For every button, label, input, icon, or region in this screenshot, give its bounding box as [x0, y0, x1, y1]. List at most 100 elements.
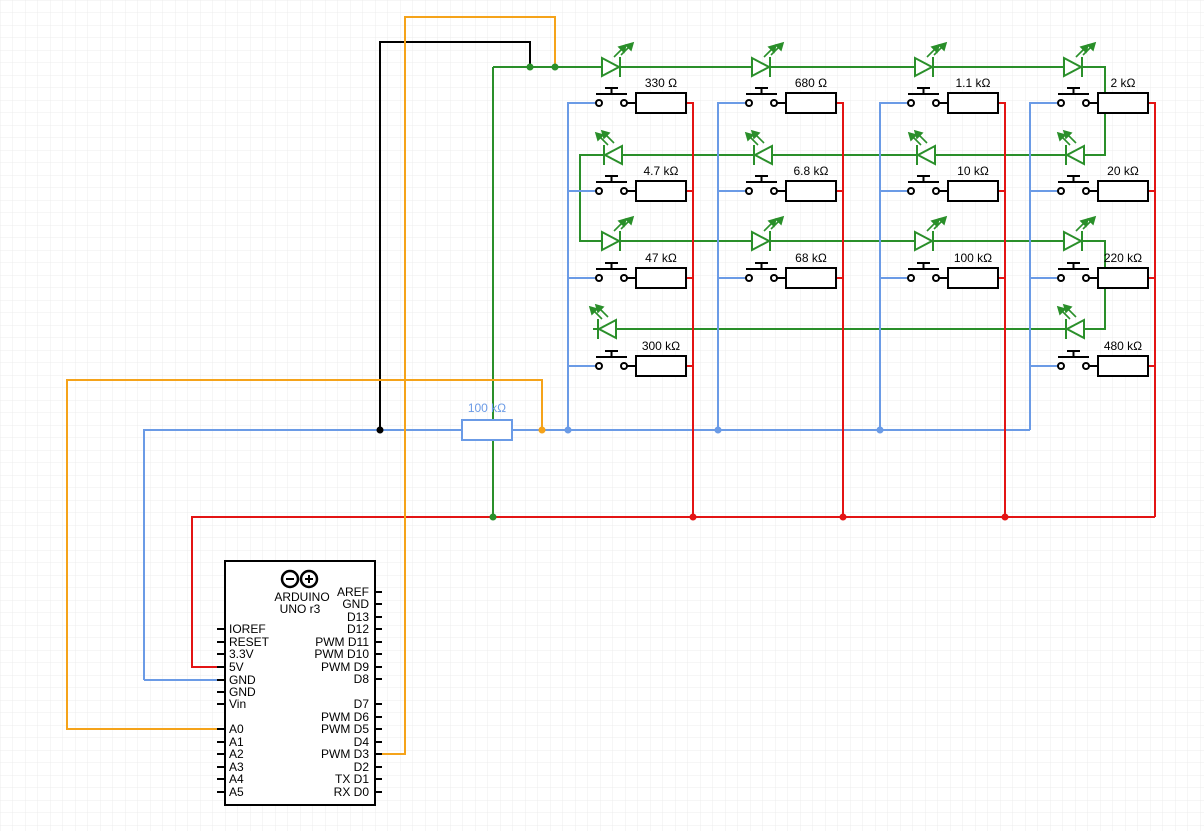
- pulldown-resistor[interactable]: 100 kΩ: [461, 401, 513, 441]
- pushbutton[interactable]: [907, 87, 948, 107]
- arduino-pin-left[interactable]: A3: [217, 760, 244, 774]
- resistor[interactable]: 480 kΩ: [1097, 339, 1149, 377]
- green-top-rail[interactable]: [493, 66, 1106, 330]
- arduino-pin-right[interactable]: D2: [354, 760, 382, 774]
- arduino-pin-left[interactable]: IOREF: [217, 622, 266, 636]
- led[interactable]: [1063, 215, 1097, 252]
- resistor[interactable]: 6.8 kΩ: [785, 164, 837, 202]
- pushbutton[interactable]: [1057, 262, 1098, 282]
- resistor[interactable]: 1.1 kΩ: [947, 76, 999, 114]
- led[interactable]: [914, 215, 948, 252]
- arduino-pin-right[interactable]: PWM D3: [321, 747, 382, 761]
- pushbutton[interactable]: [745, 175, 786, 195]
- junction-dot: [564, 426, 572, 434]
- pushbutton[interactable]: [745, 87, 786, 107]
- red-col1[interactable]: [686, 102, 694, 517]
- arduino-pin-left[interactable]: 3.3V: [217, 647, 254, 661]
- orange-wire-d3[interactable]: [378, 16, 556, 755]
- led[interactable]: [751, 215, 785, 252]
- blue-gnd-bus[interactable]: [143, 429, 1030, 681]
- pushbutton[interactable]: [907, 175, 948, 195]
- resistor[interactable]: 100 kΩ: [947, 251, 999, 289]
- led[interactable]: [907, 129, 936, 166]
- red-5v-bus[interactable]: [191, 516, 1155, 668]
- arduino-pin-right[interactable]: PWM D9: [321, 660, 382, 674]
- arduino-pin-left[interactable]: RESET: [217, 635, 270, 649]
- led[interactable]: [1063, 41, 1097, 78]
- arduino-pin-right[interactable]: D7: [354, 697, 382, 711]
- resistor[interactable]: 47 kΩ: [635, 251, 687, 289]
- resistor[interactable]: 680 Ω: [785, 76, 837, 114]
- arduino-pin-left[interactable]: 5V: [217, 660, 244, 674]
- arduino-pin-right[interactable]: TX D1: [335, 772, 382, 786]
- resistor[interactable]: 220 kΩ: [1097, 251, 1149, 289]
- junction-dot: [1001, 513, 1009, 521]
- red-col4[interactable]: [1148, 102, 1156, 517]
- red-col3[interactable]: [998, 102, 1006, 517]
- button-cell: 330 Ω: [595, 76, 687, 114]
- pushbutton[interactable]: [595, 175, 636, 195]
- arduino-pin-left[interactable]: A1: [217, 735, 244, 749]
- arduino-pin-right[interactable]: PWM D5: [321, 722, 382, 736]
- pushbutton[interactable]: [595, 350, 636, 370]
- resistor[interactable]: 4.7 kΩ: [635, 164, 687, 202]
- blue-col4[interactable]: [1029, 102, 1058, 430]
- pushbutton[interactable]: [1057, 87, 1098, 107]
- pushbutton[interactable]: [1057, 175, 1098, 195]
- arduino-pin-right[interactable]: PWM D10: [314, 647, 382, 661]
- blue-col1[interactable]: [567, 102, 596, 430]
- arduino-pin-left[interactable]: GND: [217, 673, 256, 687]
- arduino-pin-left[interactable]: GND: [217, 685, 256, 699]
- black-wire[interactable]: [379, 41, 531, 430]
- led[interactable]: [914, 41, 948, 78]
- blue-col2[interactable]: [717, 102, 746, 430]
- resistor[interactable]: 2 kΩ: [1097, 76, 1149, 114]
- light-arrows-icon: [1056, 303, 1077, 320]
- arduino-pin-label: IOREF: [229, 622, 266, 636]
- arduino-pin-left[interactable]: A4: [217, 772, 244, 786]
- resistor-value-label: 10 kΩ: [957, 164, 989, 178]
- arduino-logo-icon: [280, 569, 319, 589]
- led[interactable]: [601, 215, 635, 252]
- red-col2[interactable]: [836, 102, 844, 517]
- light-arrows-icon: [613, 41, 635, 58]
- led[interactable]: [1056, 129, 1085, 166]
- arduino-uno[interactable]: ARDUINO UNO r3 IOREFRESET3.3V5VGNDGNDVin…: [217, 560, 382, 806]
- arduino-pin-left[interactable]: Vin: [217, 697, 246, 711]
- resistor[interactable]: 20 kΩ: [1097, 164, 1149, 202]
- resistor[interactable]: 68 kΩ: [785, 251, 837, 289]
- arduino-pin-right[interactable]: D8: [354, 672, 382, 686]
- pushbutton[interactable]: [1057, 350, 1098, 370]
- led[interactable]: [588, 303, 617, 340]
- led[interactable]: [594, 129, 623, 166]
- red-wires: [191, 102, 1156, 668]
- arduino-pin-right[interactable]: D13: [347, 610, 382, 624]
- arduino-pin-right[interactable]: GND: [342, 597, 382, 611]
- resistor[interactable]: 300 kΩ: [635, 339, 687, 377]
- led[interactable]: [1056, 303, 1085, 340]
- arduino-pin-right[interactable]: D12: [347, 622, 382, 636]
- pushbutton[interactable]: [745, 262, 786, 282]
- arduino-pin-right[interactable]: AREF: [337, 585, 382, 599]
- arduino-pin-right[interactable]: PWM D6: [321, 710, 382, 724]
- arduino-pin-left[interactable]: A5: [217, 785, 244, 799]
- arduino-pin-left[interactable]: A2: [217, 747, 244, 761]
- pulldown-resistor-label: 100 kΩ: [468, 401, 506, 415]
- led[interactable]: [751, 41, 785, 78]
- pushbutton[interactable]: [595, 262, 636, 282]
- arduino-pin-label: D12: [347, 622, 369, 636]
- blue-col3[interactable]: [879, 102, 908, 430]
- arduino-pin-right[interactable]: PWM D11: [315, 635, 382, 649]
- pushbutton[interactable]: [907, 262, 948, 282]
- resistor[interactable]: 10 kΩ: [947, 164, 999, 202]
- arduino-pin-left[interactable]: A0: [217, 722, 244, 736]
- resistor[interactable]: 330 Ω: [635, 76, 687, 114]
- pushbutton[interactable]: [595, 87, 636, 107]
- orange-wire-a0[interactable]: [66, 379, 543, 730]
- led[interactable]: [744, 129, 773, 166]
- arduino-pin-right[interactable]: D4: [354, 735, 382, 749]
- led[interactable]: [601, 41, 635, 78]
- button-cell: 4.7 kΩ: [595, 164, 687, 202]
- arduino-pin-right[interactable]: RX D0: [334, 785, 382, 799]
